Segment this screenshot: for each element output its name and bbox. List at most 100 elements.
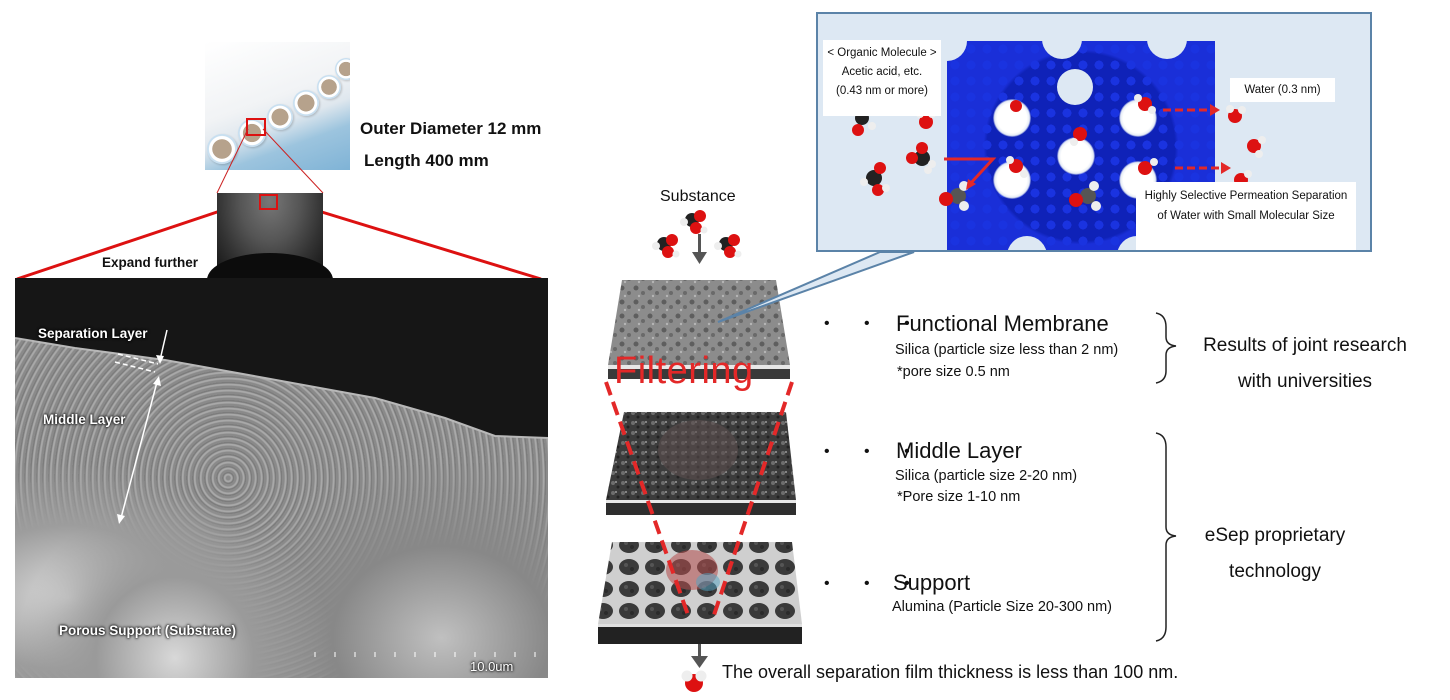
- connector-line-small-right: [262, 128, 324, 194]
- support-slab: [598, 542, 802, 644]
- sem-overlay: [15, 278, 548, 657]
- middle-layer-arrow-head-top: [153, 376, 161, 386]
- organic-molecule-title: < Organic Molecule >: [827, 47, 937, 59]
- selective-note-line1: Highly Selective Permeation Separation: [1144, 190, 1348, 202]
- acetic-acid-molecule: [680, 210, 708, 234]
- group-proprietary: eSep proprietary technology: [1165, 518, 1385, 590]
- rejection-arrow: [944, 157, 997, 186]
- layer-material-middle-layer: Silica (particle size 2-20 nm): [895, 468, 1078, 484]
- organic-molecule-example: Acetic acid, etc.: [841, 66, 923, 78]
- middle-layer-slab: [606, 412, 796, 515]
- group-joint-research-line1: Results of joint research: [1203, 335, 1407, 356]
- tube-end: [238, 119, 266, 147]
- separation-layer-dash-bottom: [114, 361, 156, 373]
- group-joint-research-line2: with universities: [1237, 371, 1373, 392]
- hydrogen-atom: [695, 670, 707, 682]
- separation-arrow: [159, 329, 168, 361]
- substance-molecules: [652, 210, 742, 264]
- connector-line-small-left: [216, 128, 249, 194]
- layer-material-support: Alumina (Particle Size 20-300 nm): [892, 599, 1113, 615]
- flow-shading: [658, 420, 738, 480]
- water-molecule: [1247, 136, 1266, 158]
- tube-end: [317, 75, 341, 99]
- layer-title-middle-layer: Middle Layer: [896, 438, 1022, 463]
- hydrogen-atom: [681, 670, 693, 682]
- callout-pointer: [717, 251, 915, 323]
- outer-diameter-spec: Outer Diameter 12 mm: [360, 119, 542, 138]
- organic-molecule-size: (0.43 nm or more): [835, 85, 929, 97]
- output-arrow-head: [691, 656, 708, 668]
- water-molecule: [1138, 158, 1158, 175]
- water-molecule: [1134, 94, 1156, 114]
- acetic-acid-molecule: [906, 142, 936, 174]
- acetic-acid-molecule: [939, 181, 969, 211]
- group-joint-research: Results of joint research with universit…: [1180, 328, 1430, 400]
- length-spec: Length 400 mm: [364, 151, 489, 170]
- zoom-region-marker: [259, 194, 278, 210]
- water-molecule-output: [681, 670, 707, 692]
- membrane-tubes-photo: [205, 42, 350, 170]
- layer-material-functional-membrane: Silica (particle size less than 2 nm): [895, 342, 1119, 358]
- lattice-notch: [1007, 236, 1047, 250]
- scale-bar-label: 10.0um: [470, 659, 514, 674]
- sem-tube-wall-image: [207, 193, 333, 307]
- lattice-notch: [1042, 19, 1082, 59]
- acetic-acid-molecule: [1069, 181, 1101, 211]
- water-molecule: [1010, 100, 1022, 112]
- rejection-arrow-head: [966, 179, 976, 190]
- lattice-notch: [1147, 19, 1187, 59]
- functional-membrane-slab: [608, 280, 790, 379]
- water-molecule: [1226, 105, 1246, 123]
- porous-support-label: Porous Support (Substrate): [59, 623, 237, 638]
- acetic-acid-molecule: [860, 162, 890, 196]
- acetic-acid-molecule: [714, 234, 742, 258]
- separation-layer-dash-top: [117, 353, 159, 365]
- molecular-sieve-callout: < Organic Molecule > Acetic acid, etc. (…: [816, 12, 1372, 252]
- group-proprietary-line1: eSep proprietary: [1204, 525, 1346, 546]
- tube-end: [267, 104, 293, 130]
- bullet-dots: • • •: [824, 575, 925, 592]
- water-molecule: [1006, 156, 1028, 178]
- sem-surface-edge: [15, 337, 548, 439]
- acetic-acid-molecule: [652, 234, 680, 258]
- bullet-dots: • • •: [824, 443, 925, 460]
- layer-title-functional-membrane: Functional Membrane: [896, 311, 1109, 336]
- silica-lattice: [927, 19, 1215, 250]
- tube-end: [335, 58, 350, 80]
- group-proprietary-line2: technology: [1229, 561, 1321, 582]
- permeation-arrow-head: [1221, 162, 1231, 174]
- middle-layer-arrow: [120, 381, 158, 519]
- selective-permeation-note: Highly Selective Permeation Separation o…: [1136, 182, 1356, 250]
- scale-bar-ticks: [314, 652, 536, 657]
- lattice-opening: [1057, 69, 1093, 105]
- grouping-braces: [1155, 312, 1177, 642]
- expand-further-label: Expand further: [102, 255, 199, 270]
- bullet-dots: • • •: [824, 315, 925, 332]
- middle-layer-label: Middle Layer: [43, 412, 126, 427]
- layer-title-support: Support: [893, 570, 971, 595]
- separation-arrow-head: [156, 355, 164, 364]
- flow-shading: [696, 573, 720, 591]
- layer-pore-middle-layer: *Pore size 1-10 nm: [897, 489, 1021, 505]
- sem-background-vacuum: [15, 278, 548, 438]
- selective-note-line2: of Water with Small Molecular Size: [1157, 210, 1335, 222]
- layer-pore-functional-membrane: *pore size 0.5 nm: [897, 364, 1010, 380]
- layer-stack: [598, 280, 802, 668]
- water-molecule: [1070, 127, 1087, 146]
- callout-pointer-wedge: [717, 251, 915, 323]
- down-arrow-icon: [692, 234, 707, 264]
- substance-label: Substance: [660, 188, 736, 205]
- tube-end: [293, 90, 319, 116]
- brace-joint-research: [1155, 312, 1177, 384]
- permeation-arrow-head: [1210, 104, 1220, 116]
- filtering-label: Filtering: [614, 350, 754, 392]
- output-arrow-shaft: [698, 644, 701, 660]
- water-size-label: Water (0.3 nm): [1230, 78, 1335, 102]
- sem-cross-section-image: Separation Layer Middle Layer Porous Sup…: [15, 278, 548, 678]
- separation-layer-label: Separation Layer: [38, 326, 148, 341]
- brace-proprietary: [1155, 432, 1177, 642]
- middle-layer-arrow-head-bottom: [117, 514, 125, 524]
- organic-molecule-info: < Organic Molecule > Acetic acid, etc. (…: [823, 40, 941, 116]
- zoom-region-marker: [246, 118, 266, 136]
- tube-end: [207, 134, 237, 164]
